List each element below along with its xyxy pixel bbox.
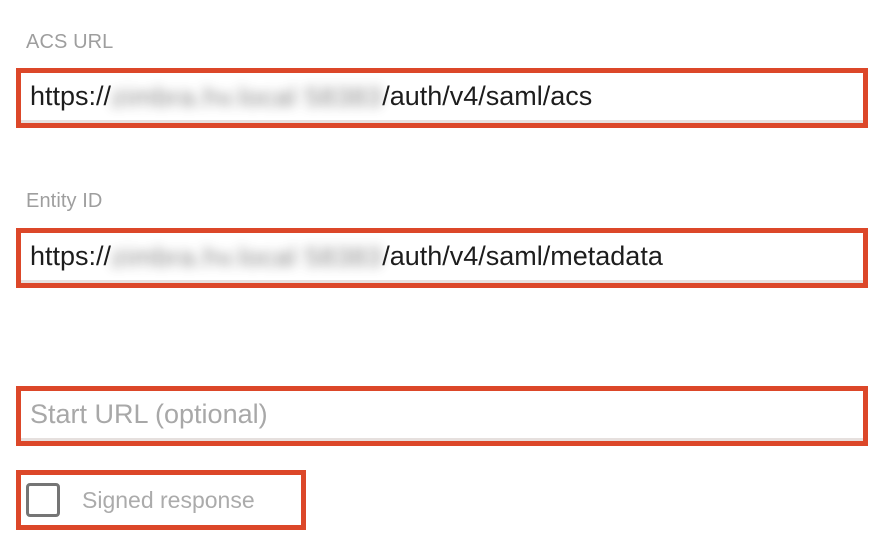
acs-url-value-prefix: https://	[30, 81, 112, 111]
entity-id-value-redacted-host: zimbra.hv.local 58383	[111, 242, 383, 272]
acs-url-label: ACS URL	[26, 31, 114, 53]
acs-url-value-redacted-host: zimbra.hv.local 58383	[111, 82, 383, 112]
acs-url-value-suffix: /auth/v4/saml/acs	[382, 81, 593, 111]
entity-id-value: https:// zimbra.hv.local 58383 /auth/v4/…	[30, 240, 663, 272]
entity-id-input[interactable]: https:// zimbra.hv.local 58383 /auth/v4/…	[21, 233, 863, 283]
signed-response-checkbox-row[interactable]: Signed response	[26, 477, 298, 523]
acs-url-input[interactable]: https:// zimbra.hv.local 58383 /auth/v4/…	[21, 73, 863, 123]
start-url-placeholder: Start URL (optional)	[30, 399, 268, 429]
acs-url-input-underline	[21, 120, 863, 123]
start-url-input-underline	[21, 438, 863, 441]
entity-id-value-prefix: https://	[30, 241, 112, 271]
checkbox-unchecked-icon[interactable]	[26, 483, 60, 517]
entity-id-label: Entity ID	[26, 190, 103, 212]
signed-response-label: Signed response	[82, 487, 255, 513]
entity-id-input-underline	[21, 280, 863, 283]
entity-id-value-suffix: /auth/v4/saml/metadata	[382, 241, 663, 271]
start-url-input[interactable]: Start URL (optional)	[21, 391, 863, 441]
acs-url-value: https:// zimbra.hv.local 58383 /auth/v4/…	[30, 80, 592, 112]
